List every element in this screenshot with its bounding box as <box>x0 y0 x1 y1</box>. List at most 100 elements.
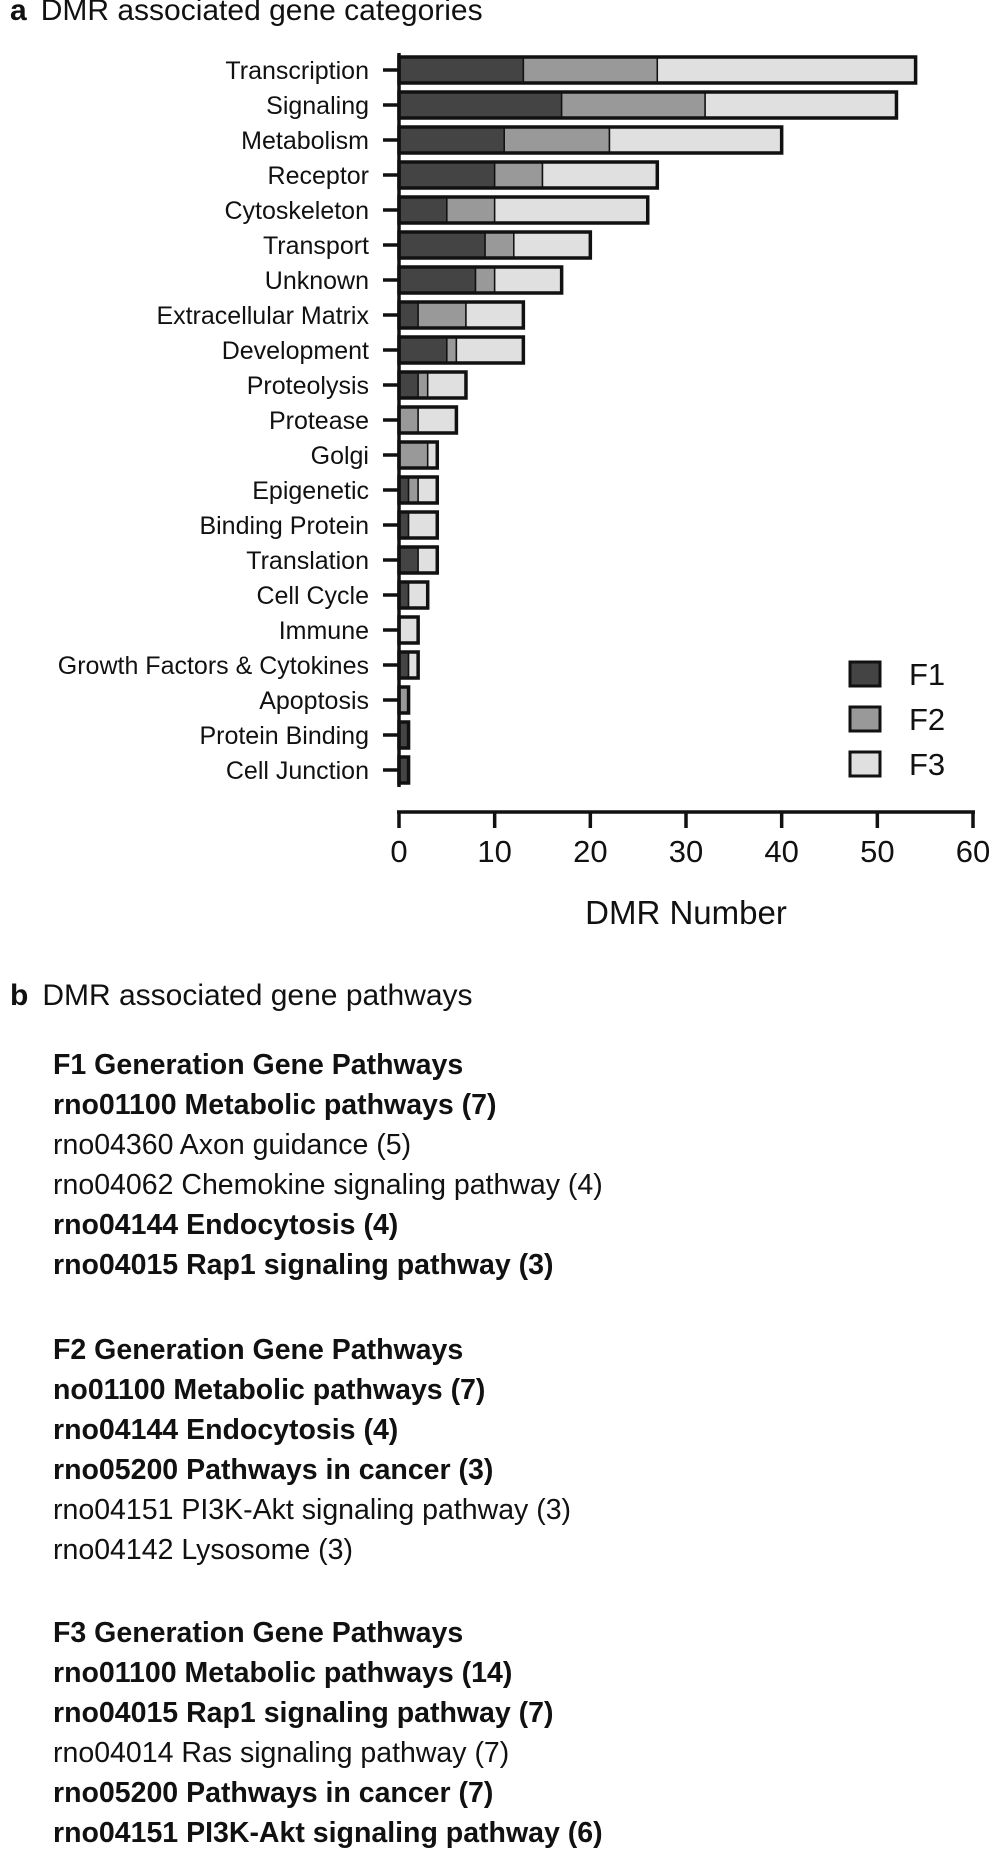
category-label: Protein Binding <box>199 722 369 750</box>
bar-segment-f2 <box>398 441 429 469</box>
bar-segment-f3 <box>656 56 917 84</box>
panel-a: a DMR associated gene categories Transcri… <box>10 0 990 931</box>
panel-b-title: DMR associated gene pathways <box>42 979 473 1012</box>
x-tick-label: 40 <box>764 834 798 869</box>
pathway-item: rno05200 Pathways in cancer (3) <box>53 1454 494 1486</box>
bar-segment-f1 <box>398 231 486 259</box>
legend-swatch-f1 <box>848 660 882 688</box>
bar-segment-f2 <box>493 161 544 189</box>
category-label: Epigenetic <box>252 477 369 505</box>
bar-segment-f2 <box>407 476 419 504</box>
pathway-section-f1: F1 Generation Gene Pathways rno01100 Met… <box>53 1045 603 1285</box>
bar-segment-f1 <box>398 196 448 224</box>
category-label: Transcription <box>225 57 369 85</box>
pathway-item: no01100 Metabolic pathways (7) <box>53 1374 486 1406</box>
category-label: Development <box>222 337 369 365</box>
pathway-item: rno01100 Metabolic pathways (7) <box>53 1089 497 1121</box>
category-label: Immune <box>279 617 369 645</box>
category-label: Metabolism <box>241 127 369 155</box>
bar-segment-f2 <box>474 266 496 294</box>
bar-segment-f2 <box>560 91 706 119</box>
category-label: Translation <box>246 547 369 575</box>
pathway-item: rno04144 Endocytosis (4) <box>53 1209 399 1241</box>
pathway-item: rno04015 Rap1 signaling pathway (7) <box>53 1697 554 1729</box>
x-tick-label: 50 <box>860 834 894 869</box>
bar-segment-f2 <box>398 406 419 434</box>
x-tick-label: 30 <box>669 834 703 869</box>
pathway-item: rno05200 Pathways in cancer (7) <box>53 1777 494 1809</box>
pathway-item: rno04151 PI3K-Akt signaling pathway (3) <box>53 1494 572 1526</box>
bar-segment-f2 <box>522 56 659 84</box>
bar-segment-f2 <box>417 301 467 329</box>
pathway-section-f3: F3 Generation Gene Pathways rno01100 Met… <box>53 1613 603 1853</box>
legend-label-f3: F3 <box>909 747 945 782</box>
pathway-item: rno04144 Endocytosis (4) <box>53 1414 399 1446</box>
bar-segment-f3 <box>426 371 467 399</box>
x-tick-label: 10 <box>477 834 511 869</box>
pathway-item: rno04360 Axon guidance (5) <box>53 1129 412 1161</box>
bar-segment-f2 <box>446 336 458 364</box>
bar-segment-f1 <box>398 91 563 119</box>
category-label: Signaling <box>266 92 369 120</box>
category-label: Receptor <box>268 162 369 190</box>
category-label: Cell Junction <box>226 757 369 785</box>
bar-segment-f3 <box>398 616 419 644</box>
bar-segment-f1 <box>398 161 496 189</box>
category-label: Unknown <box>265 267 369 295</box>
category-label: Proteolysis <box>247 372 369 400</box>
x-axis-title: DMR Number <box>585 894 787 931</box>
pathway-item: rno04015 Rap1 signaling pathway (3) <box>53 1249 554 1281</box>
bar-segment-f3 <box>455 336 525 364</box>
pathway-section-f2: F2 Generation Gene Pathways no01100 Meta… <box>53 1330 571 1570</box>
category-label: Protease <box>269 407 369 435</box>
panel-b-heading: b DMR associated gene pathways <box>10 979 473 1013</box>
panel-a-title: DMR associated gene categories <box>40 0 483 27</box>
pathway-section-title: F3 Generation Gene Pathways <box>53 1617 464 1649</box>
category-label: Extracellular Matrix <box>156 302 369 330</box>
x-tick-label: 20 <box>573 834 607 869</box>
bar-segment-f3 <box>417 476 439 504</box>
pathway-section-title: F1 Generation Gene Pathways <box>53 1049 464 1081</box>
category-label: Growth Factors & Cytokines <box>58 652 369 680</box>
bar-segment-f1 <box>398 336 448 364</box>
pathway-item: rno04014 Ras signaling pathway (7) <box>53 1737 510 1769</box>
panel-b: b DMR associated gene pathways F1 Generat… <box>0 975 995 1855</box>
bar-segment-f3 <box>417 546 439 574</box>
panel-a-letter: a <box>10 0 27 27</box>
pathway-item: rno04151 PI3K-Akt signaling pathway (6) <box>53 1817 603 1849</box>
bar-segment-f3 <box>407 511 439 539</box>
category-label: Transport <box>263 232 369 260</box>
category-label: Binding Protein <box>199 512 369 540</box>
bar-segment-f3 <box>465 301 525 329</box>
panel-b-letter: b <box>10 979 29 1012</box>
pathway-section-title: F2 Generation Gene Pathways <box>53 1334 464 1366</box>
bar-segment-f2 <box>503 126 611 154</box>
bar-segment-f3 <box>407 581 429 609</box>
x-tick-label: 0 <box>390 834 407 869</box>
bar-segment-f3 <box>493 266 563 294</box>
legend-swatch-f2 <box>848 705 882 733</box>
pathway-item: rno04062 Chemokine signaling pathway (4) <box>53 1169 603 1201</box>
bar-segment-f1 <box>398 266 477 294</box>
category-label: Cell Cycle <box>256 582 369 610</box>
category-label: Golgi <box>311 442 369 470</box>
bar-segment-f3 <box>704 91 898 119</box>
bar-segment-f1 <box>398 126 505 154</box>
legend-swatch-f3 <box>848 750 882 778</box>
bar-segment-f2 <box>446 196 496 224</box>
panel-a-heading: a DMR associated gene categories <box>10 0 483 28</box>
category-label: Cytoskeleton <box>224 197 369 225</box>
legend-label-f1: F1 <box>909 657 945 692</box>
bar-segment-f3 <box>608 126 783 154</box>
pathway-item: rno01100 Metabolic pathways (14) <box>53 1657 513 1689</box>
bar-segment-f2 <box>484 231 515 259</box>
bar-segment-f1 <box>398 56 525 84</box>
bar-segment-f3 <box>513 231 592 259</box>
category-label: Apoptosis <box>259 687 369 715</box>
bar-segment-f3 <box>541 161 659 189</box>
bar-segment-f3 <box>493 196 649 224</box>
stacked-bar-chart: TranscriptionSignalingMetabolismReceptor… <box>58 53 990 931</box>
pathway-item: rno04142 Lysosome (3) <box>53 1534 353 1566</box>
bar-segment-f1 <box>398 371 419 399</box>
bar-segment-f1 <box>398 301 419 329</box>
